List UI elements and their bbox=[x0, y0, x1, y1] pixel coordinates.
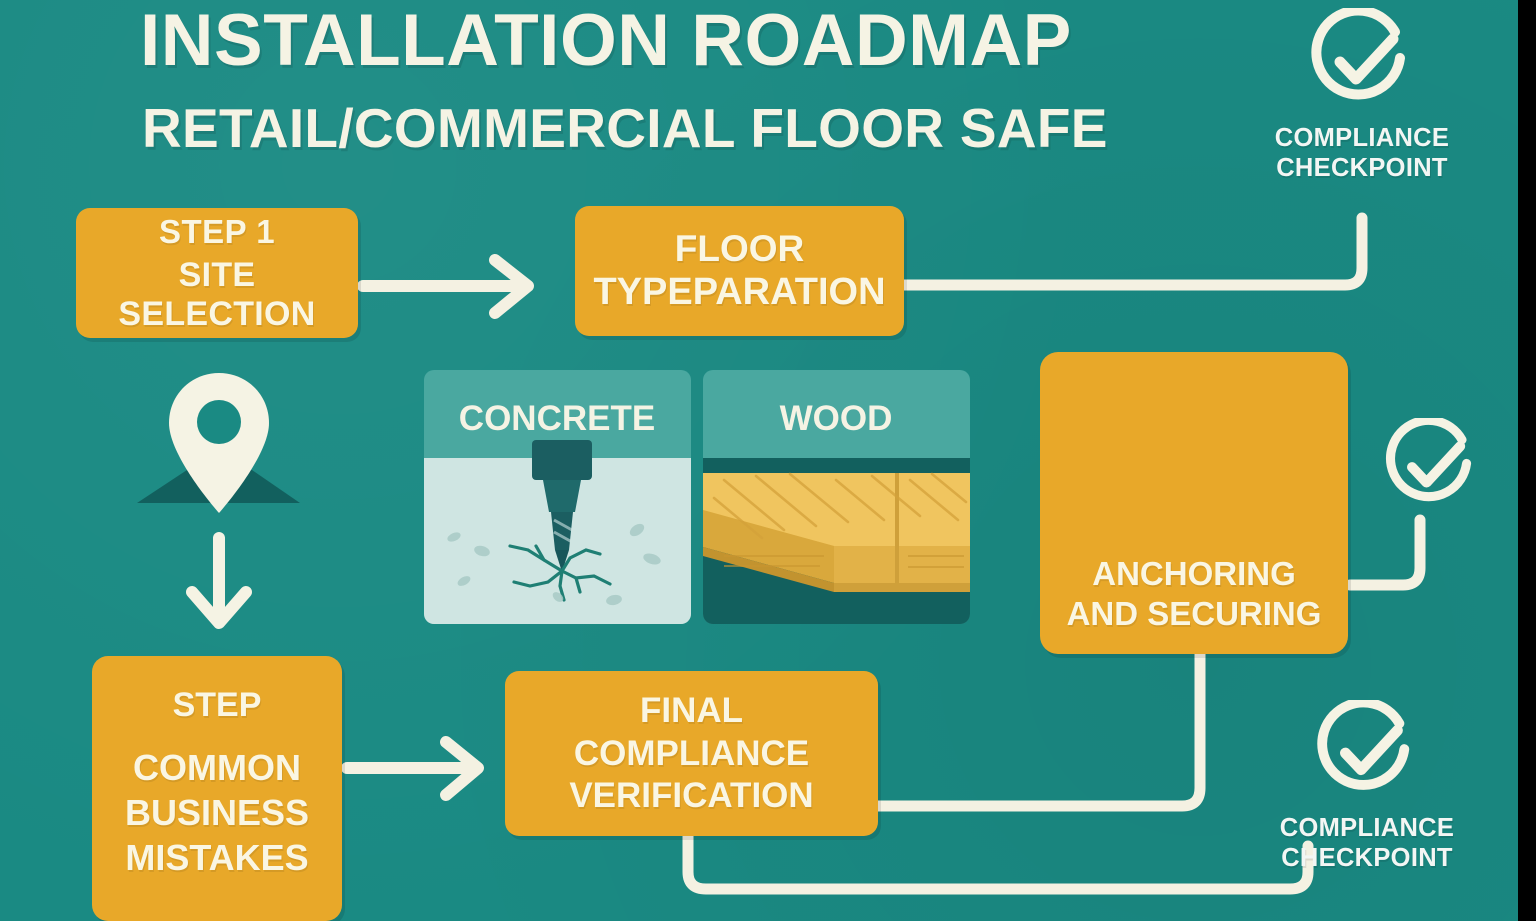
arrow-right-icon-2 bbox=[341, 736, 484, 801]
right-edge-bar bbox=[1518, 0, 1536, 921]
check-circle-icon bbox=[1386, 418, 1472, 502]
wire-anchor-to-final bbox=[872, 648, 1206, 812]
step-box-site-selection[interactable]: STEP 1 SITE SELECTION bbox=[76, 208, 358, 338]
step-box-final-verification[interactable]: FINAL COMPLIANCE VERIFICATION bbox=[505, 671, 878, 836]
step-box-final-verification-line1: FINAL bbox=[639, 691, 744, 731]
compliance-checkpoint-top-line2: CHECKPOINT bbox=[1276, 153, 1448, 182]
compliance-checkpoint-bottom-line2: CHECKPOINT bbox=[1281, 843, 1453, 872]
compliance-checkpoint-top-line1: COMPLIANCE bbox=[1274, 124, 1450, 152]
step-box-anchoring[interactable]: ANCHORING AND SECURING bbox=[1040, 352, 1348, 654]
wire-floor-to-top-checkpoint bbox=[898, 212, 1368, 291]
wood-tile: WOOD bbox=[703, 370, 970, 624]
wood-label: WOOD bbox=[780, 399, 893, 438]
step-box-site-selection-line1: STEP 1 bbox=[158, 212, 276, 250]
check-circle-icon bbox=[1311, 8, 1405, 100]
step-box-site-selection-line2: SITE SELECTION bbox=[118, 256, 316, 333]
step-box-anchoring-line2: AND SECURING bbox=[1066, 594, 1322, 632]
step-box-common-mistakes-line2: BUSINESS bbox=[124, 792, 310, 834]
arrow-right-icon-1 bbox=[357, 254, 534, 319]
compliance-checkpoint-bottom-line1: COMPLIANCE bbox=[1279, 814, 1455, 842]
step-box-common-mistakes-line0: STEP bbox=[172, 686, 262, 724]
step-box-anchoring-line1: ANCHORING bbox=[1092, 555, 1296, 593]
compliance-checkpoint-top[interactable]: COMPLIANCE CHECKPOINT bbox=[1247, 8, 1477, 183]
arrow-down-icon bbox=[186, 532, 252, 629]
map-pin-icon bbox=[137, 373, 300, 513]
compliance-checkpoint-middle[interactable] bbox=[1382, 418, 1482, 524]
step-box-common-mistakes-line1: COMMON bbox=[133, 747, 301, 789]
step-box-floor-type-line2: TYPEPARATION bbox=[593, 271, 886, 314]
step-box-final-verification-line2: COMPLIANCE bbox=[573, 733, 810, 773]
step-box-floor-type-line1: FLOOR bbox=[674, 227, 805, 269]
concrete-tile: CONCRETE bbox=[424, 370, 691, 624]
material-comparison-panel: CONCRETE bbox=[424, 370, 970, 624]
page-title: INSTALLATION ROADMAP bbox=[140, 0, 1072, 81]
step-box-floor-type[interactable]: FLOOR TYPEPARATION bbox=[575, 206, 904, 336]
wire-anchor-to-mid-checkpoint bbox=[1344, 514, 1426, 591]
step-box-final-verification-line3: VERIFICATION bbox=[569, 776, 814, 816]
page-subtitle: RETAIL/COMMERCIAL FLOOR SAFE bbox=[142, 97, 1108, 159]
concrete-label: CONCRETE bbox=[459, 399, 655, 438]
step-box-common-mistakes-line3: MISTAKES bbox=[125, 836, 309, 878]
step-box-common-mistakes[interactable]: STEP COMMON BUSINESS MISTAKES bbox=[92, 656, 342, 921]
wire-final-to-bottom-checkpoint bbox=[682, 830, 1314, 895]
compliance-checkpoint-bottom[interactable]: COMPLIANCE CHECKPOINT bbox=[1252, 700, 1482, 873]
check-circle-icon bbox=[1317, 700, 1410, 790]
